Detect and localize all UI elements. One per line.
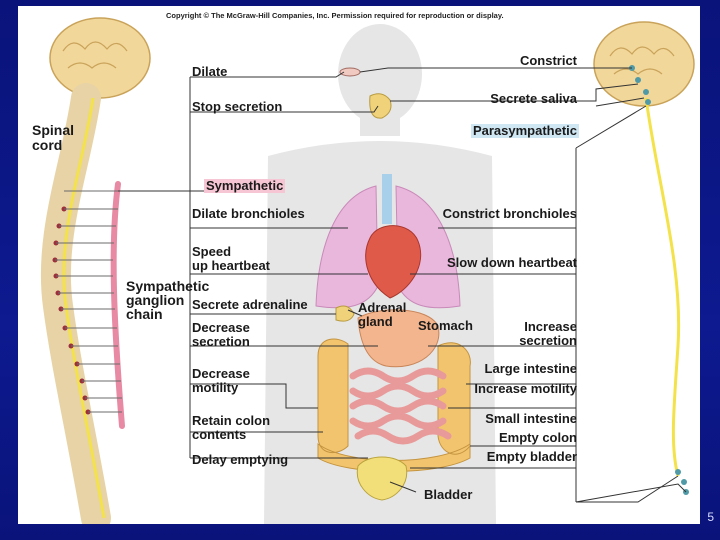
label-dilate-bronchioles: Dilate bronchioles bbox=[192, 206, 305, 221]
label-sympathetic-ganglion-chain: Sympathetic ganglion chain bbox=[126, 278, 210, 322]
label-sympathetic: Sympathetic bbox=[204, 178, 286, 193]
label-adrenal-gland: Adrenal gland bbox=[358, 300, 407, 329]
heart bbox=[365, 225, 422, 299]
left-brain bbox=[49, 17, 151, 99]
salivary-gland bbox=[369, 93, 392, 119]
sympathetic-chain bbox=[52, 181, 125, 429]
anatomy-illustration bbox=[40, 17, 695, 524]
parasympathetic-leaders bbox=[347, 67, 687, 503]
diagram-panel: Copyright © The McGraw-Hill Companies, I… bbox=[18, 6, 700, 524]
copyright-notice: Copyright © The McGraw-Hill Companies, I… bbox=[166, 11, 504, 20]
bladder-organ bbox=[356, 456, 408, 501]
right-brain bbox=[593, 21, 695, 107]
small-intestine-organ bbox=[349, 367, 452, 445]
label-dilate: Dilate bbox=[192, 64, 228, 79]
label-increase-motility: Increase motility bbox=[474, 381, 577, 396]
label-empty-bladder: Empty bladder bbox=[486, 449, 577, 464]
label-decrease-motility: Decrease motility bbox=[192, 366, 250, 395]
label-constrict: Constrict bbox=[519, 53, 577, 68]
label-large-intestine: Large intestine bbox=[484, 361, 577, 376]
adrenal bbox=[335, 305, 355, 322]
label-spinal-cord: Spinal cord bbox=[32, 122, 75, 153]
label-slow-down-heartbeat: Slow down heartbeat bbox=[446, 255, 577, 270]
label-delay-emptying: Delay emptying bbox=[192, 452, 289, 467]
label-decrease-secretion: Decrease secretion bbox=[192, 320, 250, 349]
label-constrict-bronchioles: Constrict bronchioles bbox=[442, 206, 577, 221]
label-bladder: Bladder bbox=[424, 487, 473, 502]
label-small-intestine: Small intestine bbox=[485, 411, 577, 426]
parasympathetic-nerve bbox=[629, 65, 689, 495]
label-increase-secretion: Increase secretion bbox=[519, 319, 577, 348]
label-retain-colon-contents: Retain colon contents bbox=[192, 413, 271, 442]
sympathetic-leaders bbox=[118, 71, 379, 459]
stomach-organ bbox=[357, 309, 440, 368]
label-speed-up-heartbeat: Speed up heartbeat bbox=[192, 244, 271, 273]
label-stop-secretion: Stop secretion bbox=[192, 99, 283, 114]
label-secrete-adrenaline: Secrete adrenaline bbox=[192, 297, 308, 312]
slide-number: 5 bbox=[707, 510, 714, 524]
label-stomach: Stomach bbox=[418, 318, 473, 333]
label-secrete-saliva: Secrete saliva bbox=[490, 91, 577, 106]
label-parasympathetic: Parasympathetic bbox=[470, 123, 579, 138]
eye bbox=[339, 67, 361, 77]
left-spine bbox=[40, 83, 111, 524]
label-empty-colon: Empty colon bbox=[498, 430, 577, 445]
